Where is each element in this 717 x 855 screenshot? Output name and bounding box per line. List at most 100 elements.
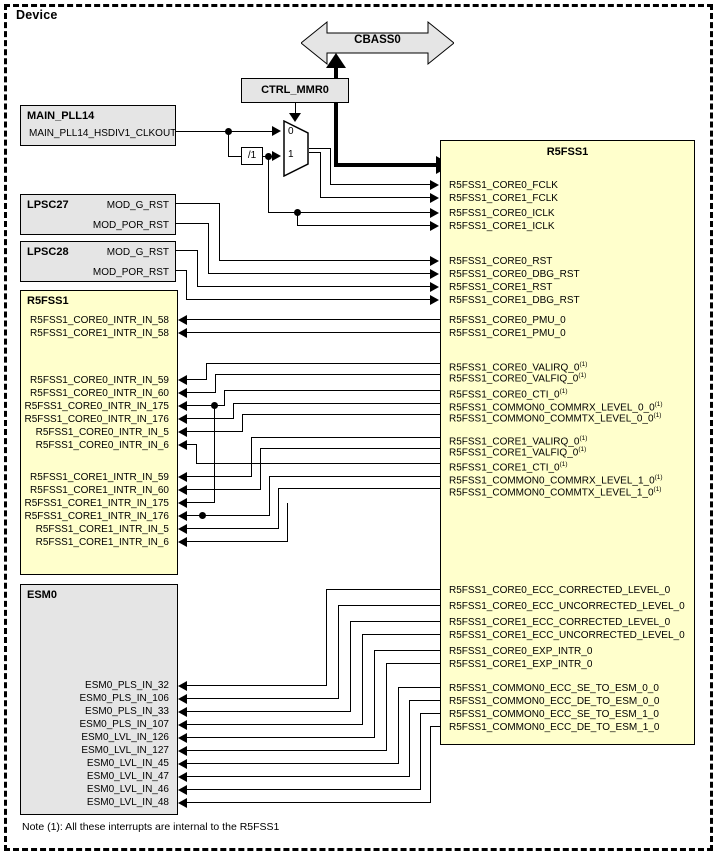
stub-exp-intr-c0 (432, 650, 440, 651)
core0-valfiq-wire-h1 (187, 392, 216, 393)
esm0-signal-lvl-in-127: ESM0_LVL_IN_127 (81, 745, 169, 756)
r5fss1-left-signal-core0-intr-60: R5FSS1_CORE0_INTR_IN_60 (30, 388, 169, 399)
fclk-core0-arrowhead (430, 180, 439, 190)
esm0-signal-lvl-in-45: ESM0_LVL_IN_45 (86, 758, 169, 769)
core1-valirq-wire-h2 (251, 437, 436, 438)
stub-cti1 (432, 463, 440, 464)
esm0-block: ESM0 ESM0_PLS_IN_32 ESM0_PLS_IN_106 ESM0… (20, 584, 178, 815)
esm0-signal-pls-in-33: ESM0_PLS_IN_33 (85, 706, 169, 717)
r5fss1-left-title: R5FSS1 (27, 295, 69, 307)
ecc-c1-corr-wire-v (350, 621, 351, 712)
core1-valfiq-wire-h2 (260, 448, 436, 449)
ecc-c1-corr-wire-h2 (350, 621, 436, 622)
core1-commtx-wire-h2 (278, 488, 436, 489)
stub-ecc-c1-uncorr (432, 634, 440, 635)
core1-valirq-wire-v (251, 437, 252, 477)
intr-in-6-core0-arrowhead (178, 440, 187, 450)
r5fss1-signal-core0-exp-intr-0: R5FSS1_CORE0_EXP_INTR_0 (449, 646, 593, 657)
r5fss1-signal-core1-fclk: R5FSS1_CORE1_FCLK (449, 193, 558, 204)
core1-cti-wire-v (196, 444, 197, 464)
ecc-se-esm1-wire-h2 (420, 713, 436, 714)
intr-in-60-core1-arrowhead (178, 485, 187, 495)
esm0-lvl-127-arrowhead (178, 746, 187, 756)
core0-commtx-wire-v (242, 414, 243, 432)
pll-clk-branch-to-divider (228, 156, 242, 157)
core0-commrx-wire-v (233, 403, 234, 419)
lpsc28-porrst-wire-h1 (176, 270, 187, 271)
core1-valfiq-wire-h1 (187, 489, 261, 490)
esm0-pls-107-arrowhead (178, 720, 187, 730)
esm0-lvl-45-arrowhead (178, 759, 187, 769)
esm0-signal-lvl-in-126: ESM0_LVL_IN_126 (81, 732, 169, 743)
intr-in-59-core1-arrowhead (178, 472, 187, 482)
r5fss1-signal-core0-ecc-corrected: R5FSS1_CORE0_ECC_CORRECTED_LEVEL_0 (449, 585, 671, 596)
mux-out-wire (309, 148, 331, 149)
core1-valirq-wire-h1 (187, 476, 252, 477)
r5fss1-left-signal-core1-intr-60: R5FSS1_CORE1_INTR_IN_60 (30, 485, 169, 496)
esm0-lvl-47-arrowhead (178, 772, 187, 782)
r5fss1-signal-core1-valirq-0: R5FSS1_CORE1_VALIRQ_0(1) (449, 435, 588, 448)
lpsc27-signal-mod-por-rst: MOD_POR_RST (92, 220, 169, 231)
lpsc28-porrst-wire-v (186, 270, 187, 300)
core1-intr6-wire-v (287, 503, 288, 542)
stub-pmu1 (432, 332, 440, 333)
lpsc28-title: LPSC28 (27, 246, 69, 258)
ecc-se-esm1-wire-h1 (187, 789, 421, 790)
mux-select-wire (295, 103, 296, 117)
r5fss1-signal-common0-commtx-level-1-0: R5FSS1_COMMON0_COMMTX_LEVEL_1_0(1) (449, 486, 662, 499)
r5fss1-signal-core1-ecc-corrected: R5FSS1_CORE1_ECC_CORRECTED_LEVEL_0 (449, 617, 671, 628)
exp-intr-c1-wire-h1 (187, 750, 387, 751)
footnote: Note (1): All these interrupts are inter… (22, 821, 280, 833)
iclk-core0-wire (268, 212, 436, 213)
lpsc28-signal-mod-por-rst: MOD_POR_RST (92, 267, 169, 278)
intr-in-5-core0-arrowhead (178, 427, 187, 437)
core1-commrx-wire-v (269, 476, 270, 516)
stub-commtx1 (432, 488, 440, 489)
esm0-signal-lvl-in-46: ESM0_LVL_IN_46 (86, 784, 169, 795)
lpsc27-grst-wire-h2 (219, 260, 436, 261)
core0-commtx-wire-h1 (187, 431, 243, 432)
r5fss1-signal-common0-ecc-se-to-esm-1-0: R5FSS1_COMMON0_ECC_SE_TO_ESM_1_0 (449, 709, 659, 720)
intr-in-175-core1-arrowhead (178, 498, 187, 508)
cbass-bus-horizontal (334, 163, 438, 167)
esm0-pls-32-arrowhead (178, 681, 187, 691)
r5fss1-signal-common0-commrx-level-1-0: R5FSS1_COMMON0_COMMRX_LEVEL_1_0(1) (449, 474, 663, 487)
lpsc28-porrst-wire-h2 (186, 299, 436, 300)
core0-valirq-wire-h2 (206, 363, 436, 364)
r5fss1-signal-core1-ecc-uncorrected: R5FSS1_CORE1_ECC_UNCORRECTED_LEVEL_0 (449, 630, 685, 641)
esm0-signal-pls-in-32: ESM0_PLS_IN_32 (85, 680, 169, 691)
r5fss1-left-signal-core1-intr-175: R5FSS1_CORE1_INTR_IN_175 (24, 498, 169, 509)
mux-out-vertical-fclk0 (330, 148, 331, 185)
fclk-core1-vertical (320, 152, 321, 198)
stub-valfiq1 (432, 448, 440, 449)
fclk-core0-wire (330, 184, 436, 185)
cbass-bus-vertical (334, 66, 338, 166)
ecc-c1-corr-wire-h1 (187, 711, 351, 712)
r5fss1-signal-common0-ecc-se-to-esm-0-0: R5FSS1_COMMON0_ECC_SE_TO_ESM_0_0 (449, 683, 659, 694)
r5fss1-right-block: R5FSS1 R5FSS1_CORE0_FCLK R5FSS1_CORE1_FC… (440, 140, 695, 745)
iclk-core1-wire (297, 225, 436, 226)
r5fss1-signal-core0-valfiq-0: R5FSS1_CORE0_VALFIQ_0(1) (449, 372, 587, 385)
r5fss1-signal-core1-dbg-rst: R5FSS1_CORE1_DBG_RST (449, 295, 580, 306)
lpsc27-signal-mod-g-rst: MOD_G_RST (106, 200, 169, 211)
stub-valfiq0 (432, 374, 440, 375)
core0-valfiq-wire-v (215, 374, 216, 393)
fclk-core1-wire (320, 197, 436, 198)
intr-in-176-core0-arrowhead (178, 414, 187, 424)
lpsc28-grst-wire-v (197, 250, 198, 287)
intr-in-58-core1-arrowhead (178, 328, 187, 338)
core0-cti-wire-h1 (187, 405, 225, 406)
lpsc28-grst-wire-h2 (197, 286, 436, 287)
intr-in-60-core0-arrowhead (178, 388, 187, 398)
ecc-se-esm1-wire-v (420, 713, 421, 790)
r5fss1-signal-core0-fclk: R5FSS1_CORE0_FCLK (449, 180, 558, 191)
stub-ecc-de-esm0 (432, 700, 440, 701)
r5fss1-signal-core0-cti-0: R5FSS1_CORE0_CTI_0(1) (449, 388, 568, 401)
iclk-source-vertical (268, 156, 269, 213)
ecc-c0-corr-wire-v (326, 589, 327, 686)
r5fss1-right-title: R5FSS1 (546, 146, 589, 158)
exp-intr-c0-wire-v (374, 650, 375, 738)
ecc-se-esm0-wire-v (398, 687, 399, 764)
r5fss1-left-signal-core1-intr-176: R5FSS1_CORE1_INTR_IN_176 (24, 511, 169, 522)
iclk-core0-arrowhead (430, 208, 439, 218)
